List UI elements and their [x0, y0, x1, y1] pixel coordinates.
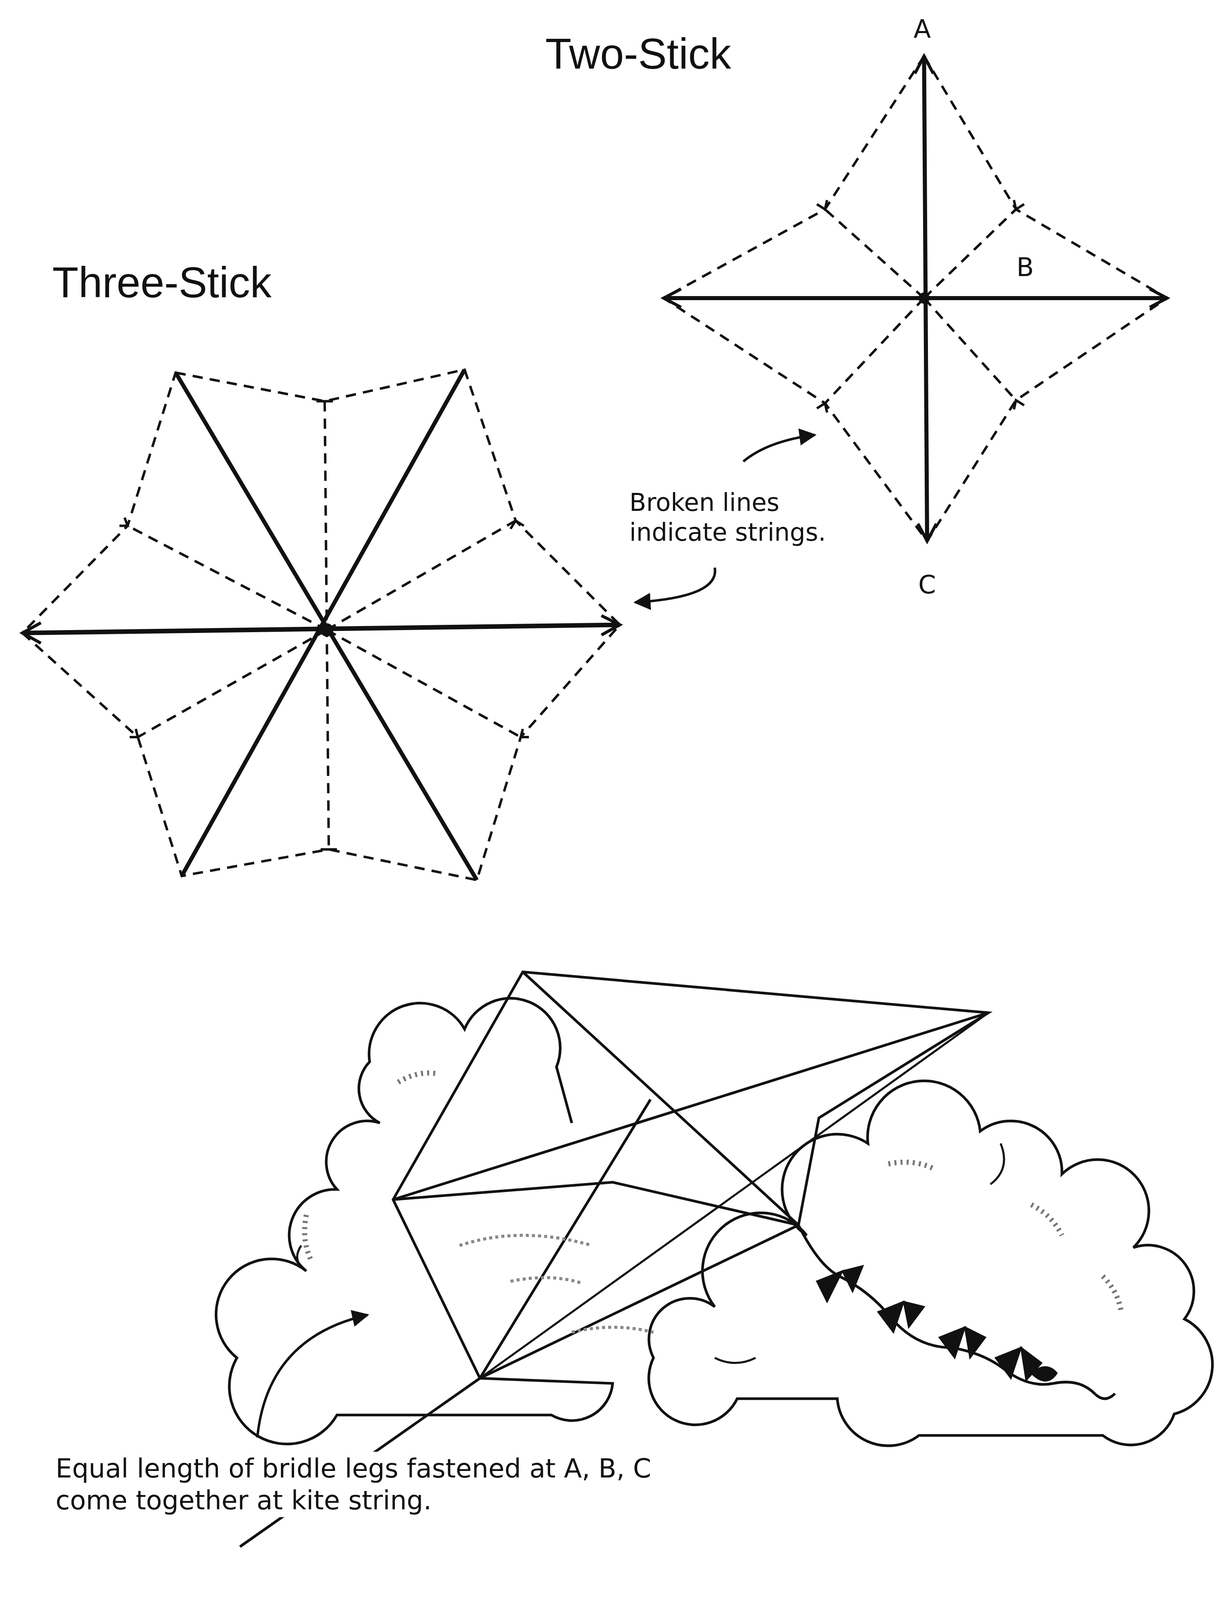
kite-tail — [798, 1225, 1116, 1399]
cloud-curl — [297, 1143, 1005, 1364]
cloud — [216, 998, 1213, 1447]
cloud-shading — [304, 1073, 1122, 1313]
tail-bow — [939, 1327, 986, 1359]
note: Broken lines indicate strings. — [626, 486, 886, 549]
string-knot — [816, 200, 1025, 413]
cloud — [216, 998, 613, 1445]
kite-stick — [393, 972, 989, 1226]
note: Equal length of bridle legs fastened at … — [53, 1451, 671, 1518]
kite-heading: Two-Stick — [545, 27, 732, 81]
two-stick-kite — [663, 56, 1168, 542]
kite-string-spoke — [127, 401, 522, 850]
point-label: C — [915, 568, 939, 602]
point-label: A — [911, 13, 934, 46]
string-knot — [119, 401, 530, 850]
stick-tip — [663, 56, 1168, 542]
point-label: B — [1014, 251, 1037, 284]
kite-heading: Three-Stick — [52, 256, 272, 309]
leader-arrow — [743, 434, 815, 462]
stick-joint — [320, 624, 333, 637]
kite-string-spoke — [825, 209, 1017, 404]
kite-frame — [393, 972, 989, 1379]
wind-stroke — [459, 1235, 654, 1333]
kite-string-outline — [663, 56, 1168, 542]
tail-bow — [816, 1266, 1058, 1381]
tail-bow — [878, 1302, 925, 1333]
tail-bow — [816, 1266, 864, 1303]
stick-joint — [918, 293, 930, 304]
cloud — [648, 1081, 1213, 1447]
kite-string-outline — [22, 369, 620, 881]
kite-stick — [181, 369, 465, 877]
leader-arrow — [257, 1315, 368, 1438]
stick-tip — [22, 615, 620, 644]
kite-frame — [393, 1099, 799, 1379]
leader-arrow — [635, 567, 716, 603]
three-stick-kite — [22, 369, 620, 881]
kite-stick — [663, 296, 1168, 301]
bridle-leg — [479, 1012, 989, 1379]
tail-bow — [1031, 1367, 1058, 1382]
